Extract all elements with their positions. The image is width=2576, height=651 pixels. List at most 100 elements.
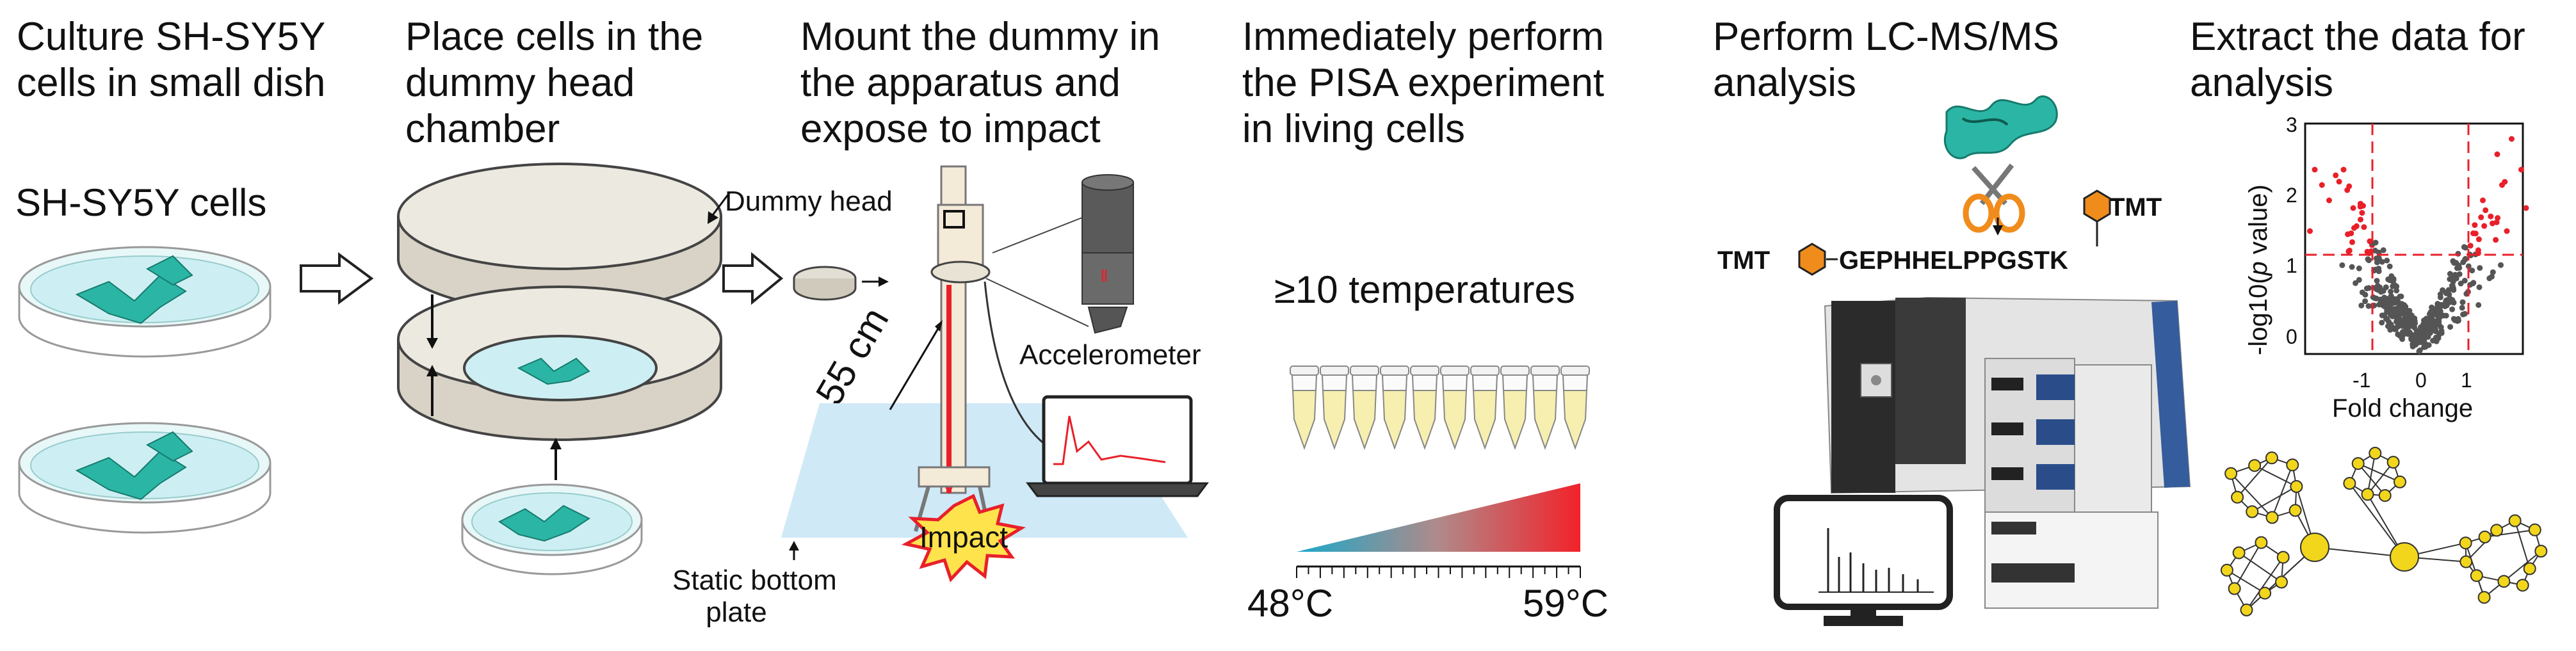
volcano-point (2388, 289, 2394, 294)
monitor-icon (1774, 495, 1953, 626)
volcano-point (2490, 269, 2496, 275)
volcano-point (2390, 310, 2396, 316)
network-edge (2271, 464, 2294, 518)
network-node (2265, 511, 2279, 524)
volcano-point-significant (2488, 213, 2494, 220)
volcano-point (2443, 312, 2449, 319)
tmt-tag-left (1798, 243, 1826, 276)
volcano-point (2447, 324, 2454, 330)
dummy-head-label: Dummy head (725, 186, 893, 217)
volcano-point-significant (2509, 136, 2515, 142)
volcano-point (2419, 337, 2426, 343)
network-node (2369, 447, 2382, 460)
mass-spectrometer-instrument (1824, 296, 2191, 609)
temp-low-label: 48°C (1247, 582, 1334, 625)
network-node (2343, 477, 2356, 490)
volcano-point (2394, 287, 2400, 294)
network-node (2459, 536, 2472, 550)
network-node (2275, 575, 2288, 589)
culture-dishes-illustration (18, 246, 374, 534)
peptide-sequence: GEPHHELPPGSTK (1839, 246, 2068, 275)
network-node (2276, 551, 2290, 564)
volcano-point (2384, 257, 2390, 264)
volcano-point (2394, 314, 2399, 321)
volcano-x-tick: -1 (2353, 369, 2371, 392)
volcano-point (2362, 298, 2369, 305)
step-2-title-line: Place cells in the (405, 15, 704, 59)
tmt-tag-right (2083, 189, 2111, 223)
pisa-temperature-illustration (1290, 366, 1590, 578)
step-4-title-line: Immediately perform (1242, 15, 1605, 59)
step-4-title-line: the PISA experiment (1242, 61, 1605, 105)
scissors-icon (1963, 163, 2025, 233)
volcano-point-significant (2523, 205, 2529, 211)
volcano-point (2356, 265, 2362, 271)
protein-ribbon-icon (1943, 95, 2058, 159)
network-node (2240, 603, 2253, 616)
volcano-point (2456, 271, 2463, 277)
volcano-point-significant (2481, 223, 2488, 229)
volcano-point (2462, 257, 2468, 263)
volcano-point (2424, 342, 2430, 348)
network-edge (2358, 463, 2401, 483)
volcano-point (2469, 268, 2475, 274)
network-edge (2251, 486, 2297, 513)
volcano-y-tick: 1 (2286, 254, 2297, 277)
volcano-point (2364, 285, 2370, 292)
volcano-point (2339, 262, 2345, 268)
network-node (2470, 569, 2483, 583)
step-6-title-line: Extract the data for (2190, 15, 2525, 59)
accelerometer-label: Accelerometer (1019, 339, 1201, 371)
drop-tower (914, 165, 991, 532)
volcano-point (2383, 298, 2390, 304)
volcano-point (2440, 287, 2446, 293)
volcano-point (2411, 315, 2418, 321)
impact-apparatus-illustration: Ⅱ Impact (781, 165, 1209, 583)
volcano-point (2438, 330, 2445, 336)
network-edge (2233, 542, 2262, 590)
pcr-tube (1560, 366, 1590, 450)
network-node (2228, 582, 2241, 595)
volcano-point (2378, 287, 2385, 294)
volcano-point (2381, 303, 2388, 309)
network-node (2258, 586, 2272, 600)
laptop-icon (1026, 395, 1209, 497)
network-edge (2349, 483, 2405, 558)
volcano-y-tick: 2 (2286, 184, 2297, 207)
volcano-point (2458, 280, 2464, 287)
step-4-title: Immediately perform the PISA experiment … (1242, 14, 1604, 152)
volcano-point (2388, 301, 2394, 307)
network-node (2232, 546, 2246, 559)
volcano-point (2477, 265, 2483, 271)
step-3-title: Mount the dummy in the apparatus and exp… (800, 14, 1160, 152)
volcano-point (2461, 277, 2468, 284)
dummy-head-disc (793, 266, 857, 301)
volcano-point (2443, 297, 2450, 303)
network-node (2508, 514, 2522, 527)
network-node (2516, 579, 2529, 592)
volcano-point (2353, 280, 2359, 286)
volcano-point-significant (2349, 239, 2355, 245)
network-node (2378, 489, 2392, 502)
volcano-point (2422, 331, 2429, 337)
volcano-point (2470, 280, 2477, 286)
volcano-point (2418, 327, 2425, 334)
volcano-point (2449, 306, 2456, 312)
network-node (2286, 458, 2299, 472)
volcano-point-significant (2483, 207, 2489, 213)
volcano-point (2409, 336, 2415, 342)
volcano-point (2359, 289, 2365, 296)
volcano-point (2475, 302, 2482, 308)
volcano-point-significant (2312, 166, 2318, 173)
network-node (2300, 533, 2329, 562)
network-edge (2314, 547, 2405, 558)
petri-dish-top (18, 246, 271, 358)
volcano-point (2414, 339, 2420, 346)
volcano-point (2379, 312, 2385, 319)
volcano-point (2410, 341, 2416, 348)
volcano-point (2399, 323, 2405, 329)
volcano-point (2459, 305, 2465, 311)
volcano-point (2380, 247, 2386, 253)
pcr-tube (1350, 366, 1379, 450)
volcano-point-significant (2340, 166, 2347, 173)
